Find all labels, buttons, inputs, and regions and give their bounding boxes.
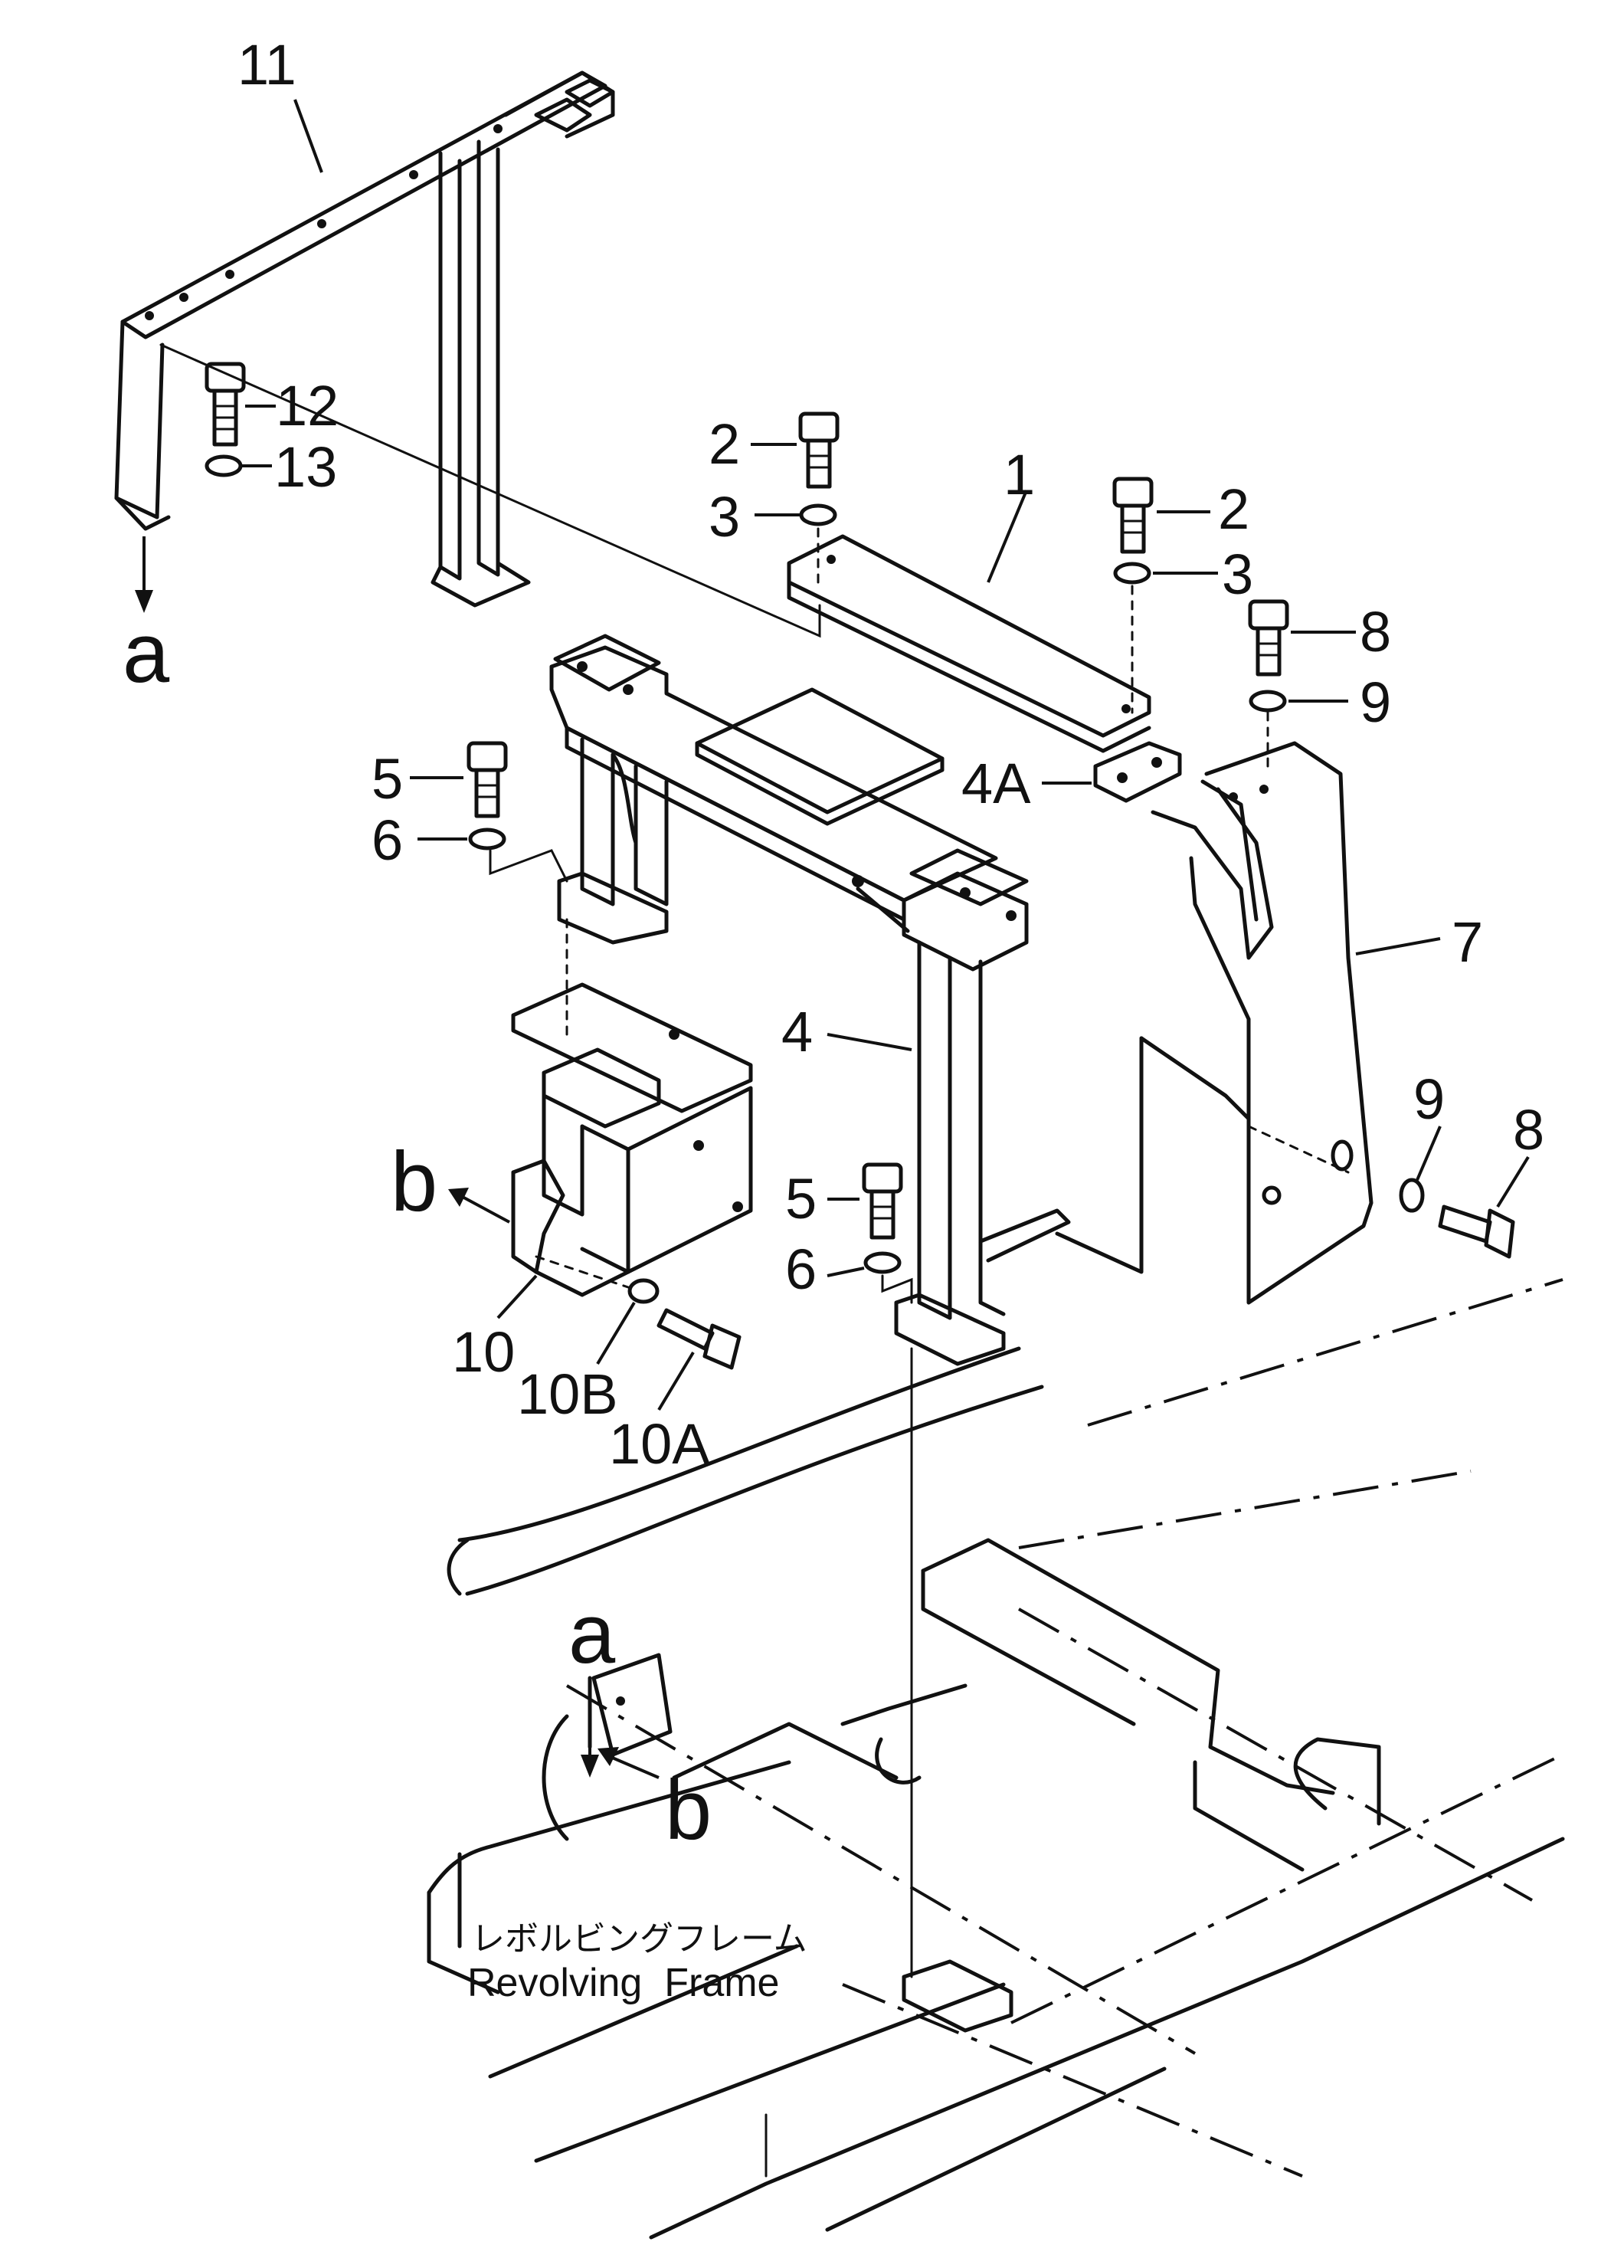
washer-part-3-left	[755, 503, 837, 526]
assembly-leader-11-to-1	[159, 343, 821, 638]
label-ref-b-frame: b	[665, 1763, 712, 1857]
label-part-13: 13	[274, 435, 337, 499]
caption-english: Revolving Frame	[467, 1961, 779, 2005]
cover-part-7	[1055, 741, 1441, 1305]
label-part-5-lower: 5	[785, 1167, 817, 1231]
frame-part-4	[549, 634, 1071, 1366]
label-part-10: 10	[452, 1320, 515, 1384]
label-part-4: 4	[781, 1000, 813, 1064]
label-ref-a-frame: a	[568, 1587, 616, 1681]
caption-japanese: レボルビングフレーム	[471, 1919, 807, 1958]
label-part-2-right: 2	[1218, 477, 1249, 541]
revolving-frame	[427, 1278, 1565, 2240]
bolt-part-8-lower	[1438, 1155, 1530, 1259]
leader-6-lower	[881, 1274, 913, 1304]
washer-part-13	[205, 454, 272, 477]
label-part-10A: 10A	[609, 1412, 710, 1476]
bracket-part-4A	[1042, 741, 1182, 803]
arrow-a-top	[135, 536, 153, 613]
label-part-10B: 10B	[517, 1362, 618, 1426]
label-part-12: 12	[276, 374, 339, 438]
bolt-part-5-upper	[410, 741, 508, 818]
label-part-3-right: 3	[1222, 542, 1253, 606]
washer-part-9-lower	[1331, 1126, 1442, 1213]
leader-part-11	[293, 99, 323, 173]
label-ref-a-top: a	[123, 606, 170, 700]
label-part-4A: 4A	[961, 752, 1031, 815]
box-part-10	[496, 982, 753, 1319]
label-part-11: 11	[237, 33, 296, 97]
arrow-b-top	[448, 1188, 510, 1224]
bolt-part-2-right	[1112, 477, 1210, 554]
bracket-part-11	[114, 70, 615, 608]
label-part-6-upper: 6	[372, 808, 403, 872]
leader-6-upper	[489, 849, 568, 883]
label-part-6-lower: 6	[785, 1237, 817, 1301]
label-part-9-upper: 9	[1360, 670, 1391, 734]
label-part-8-lower: 8	[1513, 1098, 1544, 1162]
label-part-3-left: 3	[709, 485, 740, 549]
bolt-part-5-lower	[827, 1162, 903, 1240]
bolt-part-10A	[656, 1308, 742, 1411]
arrow-a-frame	[581, 1686, 599, 1778]
label-part-1: 1	[1004, 443, 1035, 506]
bolt-part-8-upper	[1248, 599, 1356, 677]
label-ref-b-top: b	[391, 1135, 437, 1229]
label-part-9-lower: 9	[1413, 1067, 1445, 1131]
washer-part-10B	[596, 1278, 660, 1365]
washer-part-6-upper	[417, 828, 506, 850]
label-part-8-upper: 8	[1360, 600, 1391, 664]
arrow-b-frame	[598, 1747, 660, 1779]
label-part-7: 7	[1452, 910, 1483, 974]
washer-part-9-upper	[1249, 690, 1348, 713]
plate-part-1	[787, 490, 1151, 753]
label-part-5-upper: 5	[372, 747, 403, 811]
washer-part-3-right	[1113, 562, 1218, 585]
bolt-part-2-left	[751, 411, 840, 489]
label-part-2-left: 2	[709, 412, 740, 476]
bolt-part-12	[205, 362, 276, 447]
washer-part-6-lower	[827, 1251, 902, 1277]
